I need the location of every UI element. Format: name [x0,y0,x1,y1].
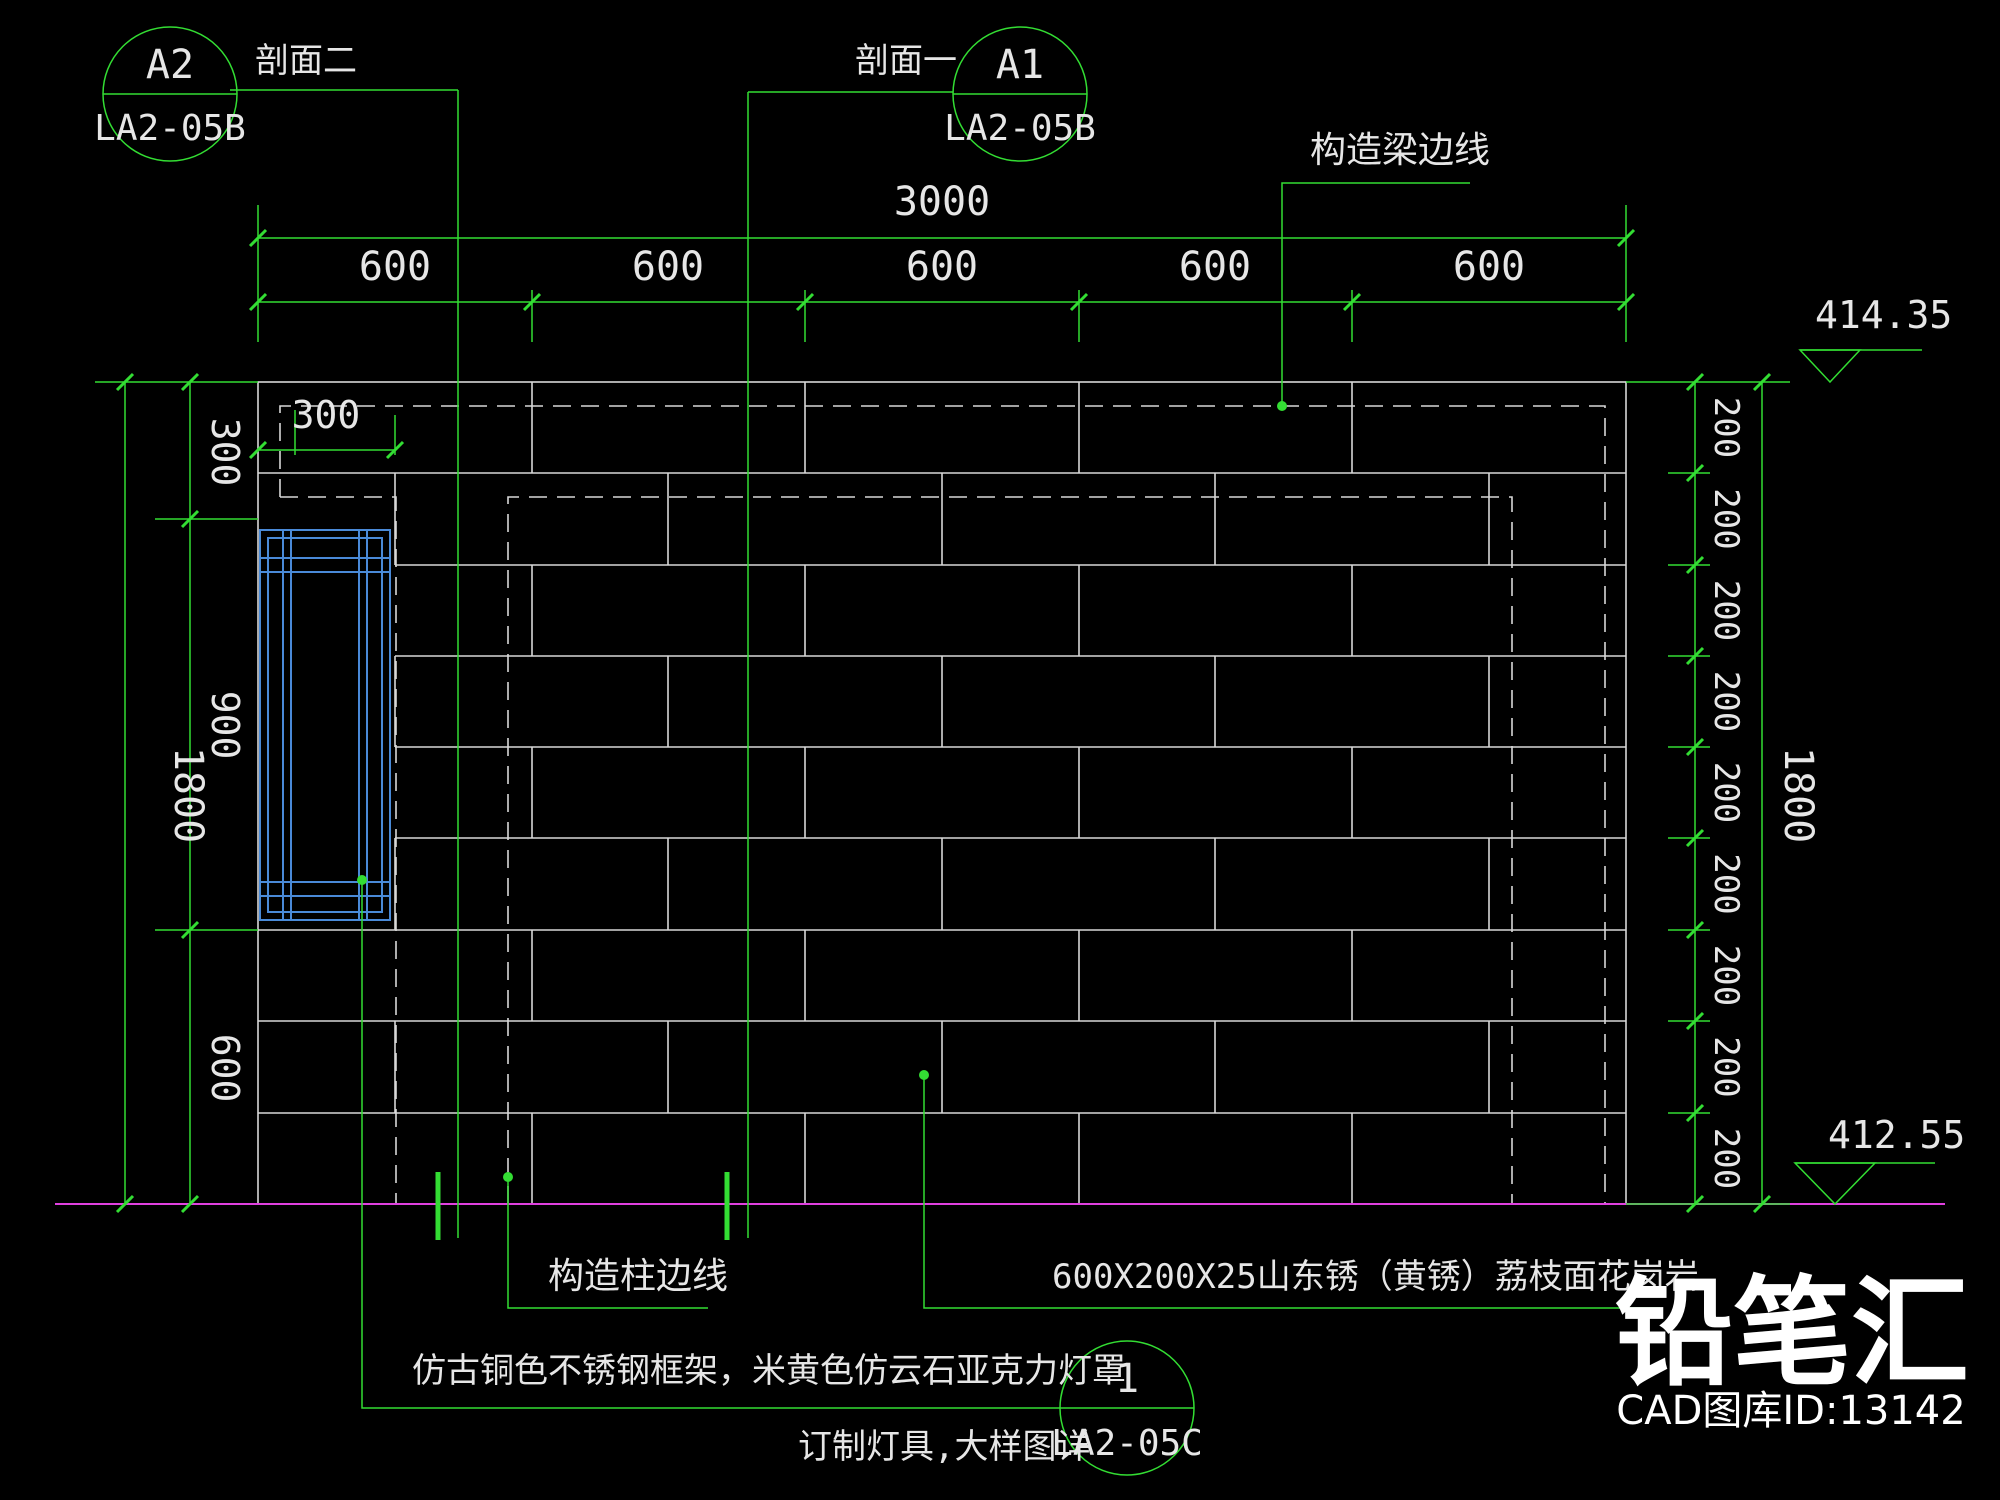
dimension-tick [1685,646,1705,666]
column-marks [435,1172,730,1240]
dimension-tick [1069,292,1089,312]
dimension-lines [95,26,1935,1476]
section-marker-a1-number: A1 [996,42,1044,88]
beam-edge-annotation: 构造梁边线 [1310,130,1490,171]
dimension-tick [1616,228,1636,248]
right-dim-label: 200 [1706,945,1746,1006]
section-a1-label: 剖面一 [855,41,957,81]
dimension-tick [1342,292,1362,312]
right-dim-label: 200 [1706,853,1746,914]
left-dim-1: 300 [203,418,247,487]
leader-dot [919,1070,929,1080]
dimension-tick [1685,920,1705,940]
inset-dim: 300 [292,393,361,437]
dimension-tick [180,920,200,940]
dimension-tick [1685,1011,1705,1031]
dimension-tick [1685,1194,1705,1214]
right-dim-label: 200 [1706,580,1746,641]
dimension-tick [1685,737,1705,757]
dimension-tick [1685,463,1705,483]
dimension-tick [180,1194,200,1214]
left-total-dim: 1800 [165,747,211,843]
leader-dot [1277,401,1287,411]
right-dim-label: 200 [1706,397,1746,458]
dimension-tick [1685,555,1705,575]
lamp-frame-annotation: 仿古铜色不锈钢框架，米黄色仿云石亚克力灯罩 [412,1351,1126,1391]
elevation-bottom-triangle [1793,1162,1877,1206]
inner-opening-dashed-line [507,496,1513,1204]
watermark-id: CAD图库ID:13142 [1616,1388,1966,1434]
dimension-tick [180,509,200,529]
column-edge-annotation: 构造柱边线 [548,1256,728,1297]
dimension-tick [1616,292,1636,312]
elevation-top: 414.35 [1815,293,1952,337]
column-edge-dashed-line [280,496,397,1204]
right-dim-label: 200 [1706,488,1746,549]
top-dim-5: 600 [1453,244,1525,290]
watermark-brand: 铅笔汇 [1614,1264,1969,1402]
right-dim-label: 200 [1706,1036,1746,1097]
section-marker-a1-sheet: LA2-05B [944,108,1096,149]
structural-dashed-lines [279,405,1606,1204]
column-edge-leader [507,1177,708,1309]
section-marker-a2-number: A2 [146,42,194,88]
dimension-tick [248,440,268,460]
top-dim-2: 600 [632,244,704,290]
top-dim-1: 600 [359,244,431,290]
dimension-tick [795,292,815,312]
dimension-tick [248,228,268,248]
right-dim-label: 200 [1706,762,1746,823]
dimension-tick [385,440,405,460]
section-a2-label: 剖面二 [255,41,357,81]
granite-annotation: 600X200X25山东锈（黄锈）荔枝面花岗岩 [1052,1257,1699,1297]
custom-lamp [259,529,391,921]
right-total-dim: 1800 [1775,747,1821,843]
stone-joint-lines [394,382,1490,1204]
lamp-leader [361,880,1060,1409]
elevation-top-triangle [1798,349,1862,384]
leader-dot [503,1172,513,1182]
right-dim-labels: 200 200 200 200 200 200 200 200 200 [1706,397,1746,1189]
lamp-frame-outer [259,529,391,921]
section-marker-a2-sheet: LA2-05B [94,108,246,149]
dimension-tick [180,372,200,392]
right-extension-lines [1668,472,1710,1114]
detail-marker-sheet: LA2-05C [1051,1423,1203,1464]
leader-dot [357,875,367,885]
beam-edge-dashed-line [279,405,1606,1204]
dimension-tick [115,1194,135,1214]
dimension-tick [522,292,542,312]
dimension-tick [1752,1194,1772,1214]
left-dim-3: 600 [203,1034,247,1103]
right-dim-label: 200 [1706,671,1746,732]
dimension-tick [1685,372,1705,392]
dimension-ticks [115,228,1772,1214]
lamp-frame-inner [267,537,383,913]
dimension-tick [1752,372,1772,392]
dimension-tick [1685,1103,1705,1123]
top-dim-4: 600 [1179,244,1251,290]
elevation-bottom: 412.55 [1828,1113,1965,1157]
dimension-tick [248,292,268,312]
leader-dots [357,401,1287,1182]
right-dim-label: 200 [1706,1128,1746,1189]
wall-elevation [257,381,1627,1205]
lamp-custom-annotation: 订制灯具,大样图详 [798,1427,1090,1467]
detail-marker-number: 1 [1115,1356,1139,1402]
overall-width-dim: 3000 [894,179,990,225]
granite-leader [923,1075,1660,1309]
top-dim-3: 600 [906,244,978,290]
dimension-tick [1685,828,1705,848]
left-dim-2: 900 [203,691,247,760]
drawing-text: A2 LA2-05B 剖面二 A1 LA2-05B 剖面一 1 LA2-05C … [94,41,1965,1467]
beam-edge-leader [1281,182,1470,406]
dimension-tick [115,372,135,392]
